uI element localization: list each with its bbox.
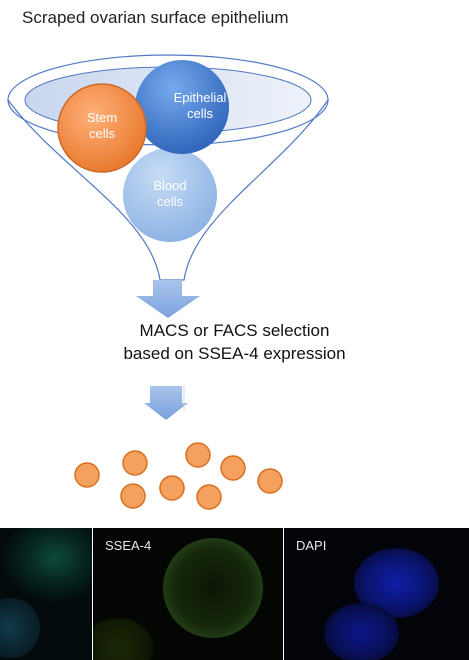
cell-label-line: cells <box>89 126 116 141</box>
selected-stem-cell <box>74 462 100 488</box>
selected-stem-cell <box>196 484 222 510</box>
micro-panel-label: SSEA-4 <box>105 538 152 553</box>
selected-stem-cell <box>159 475 185 501</box>
epithelial-cell-circle <box>135 60 229 154</box>
micro-panel-dapi: DAPI <box>284 528 469 660</box>
micro-panel-merge <box>0 528 92 660</box>
selected-stem-cell <box>220 455 246 481</box>
cell-label-line: cells <box>157 194 184 209</box>
selected-stem-cell <box>120 483 146 509</box>
diagram-title: Scraped ovarian surface epithelium <box>22 8 289 27</box>
blood-cell-circle <box>123 148 217 242</box>
selected-stem-cell <box>185 442 211 468</box>
stem-cell-circle <box>57 83 147 173</box>
micro-panel-label: DAPI <box>296 538 327 553</box>
micro-panel-ssea4: SSEA-4 <box>93 528 283 660</box>
arrow-down-icon <box>136 280 200 318</box>
selected-stem-cell <box>122 450 148 476</box>
cell-label-line: Stem <box>87 110 117 125</box>
selection-caption: MACS or FACS selection based on SSEA-4 e… <box>0 319 469 365</box>
selected-stem-cell <box>257 468 283 494</box>
selection-caption-line-1: MACS or FACS selection <box>139 321 330 340</box>
selected-stem-cells <box>74 442 283 510</box>
selection-caption-line-2: based on SSEA-4 expression <box>123 344 346 363</box>
arrow-down-icon <box>144 386 188 420</box>
cell-label-line: Epithelial <box>174 90 227 105</box>
cell-label-line: Blood <box>153 178 186 193</box>
cell-label-line: cells <box>187 106 214 121</box>
